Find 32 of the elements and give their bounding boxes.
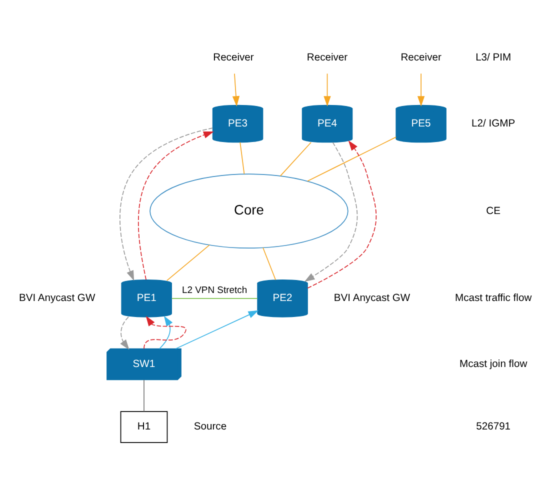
connector <box>171 298 258 299</box>
connector <box>166 244 210 282</box>
arrow <box>120 128 214 281</box>
arrow <box>232 73 240 106</box>
node-label: BVI Anycast GW <box>334 293 410 304</box>
arrow <box>138 131 214 280</box>
arrow <box>144 316 186 350</box>
node-text: Receiver <box>213 52 254 64</box>
node-box: H1 <box>120 411 168 443</box>
arrow <box>159 316 173 350</box>
label: Mcast join flow <box>460 358 528 370</box>
arrow <box>417 73 425 106</box>
connector <box>262 247 276 280</box>
connector <box>307 136 396 182</box>
node-text: Receiver <box>400 52 442 64</box>
connector <box>240 142 245 174</box>
label: 526791 <box>476 422 511 433</box>
connector <box>280 142 312 176</box>
node-label: Source <box>194 422 227 433</box>
arrow <box>304 142 358 282</box>
label: Mcast traffic flow <box>455 293 532 304</box>
edge-label: L2 VPN Stretch <box>182 285 248 296</box>
arrow <box>324 73 331 106</box>
label: L2/ IGMP <box>472 118 516 130</box>
label: L3/ PIM <box>476 52 512 64</box>
node-ellipse: Core <box>150 174 348 249</box>
arrow <box>175 310 259 350</box>
arrow <box>307 140 377 289</box>
node-text: Receiver <box>306 52 348 64</box>
label: CE <box>486 206 501 217</box>
node-label: BVI Anycast GW <box>18 293 96 304</box>
arrow <box>120 316 130 350</box>
